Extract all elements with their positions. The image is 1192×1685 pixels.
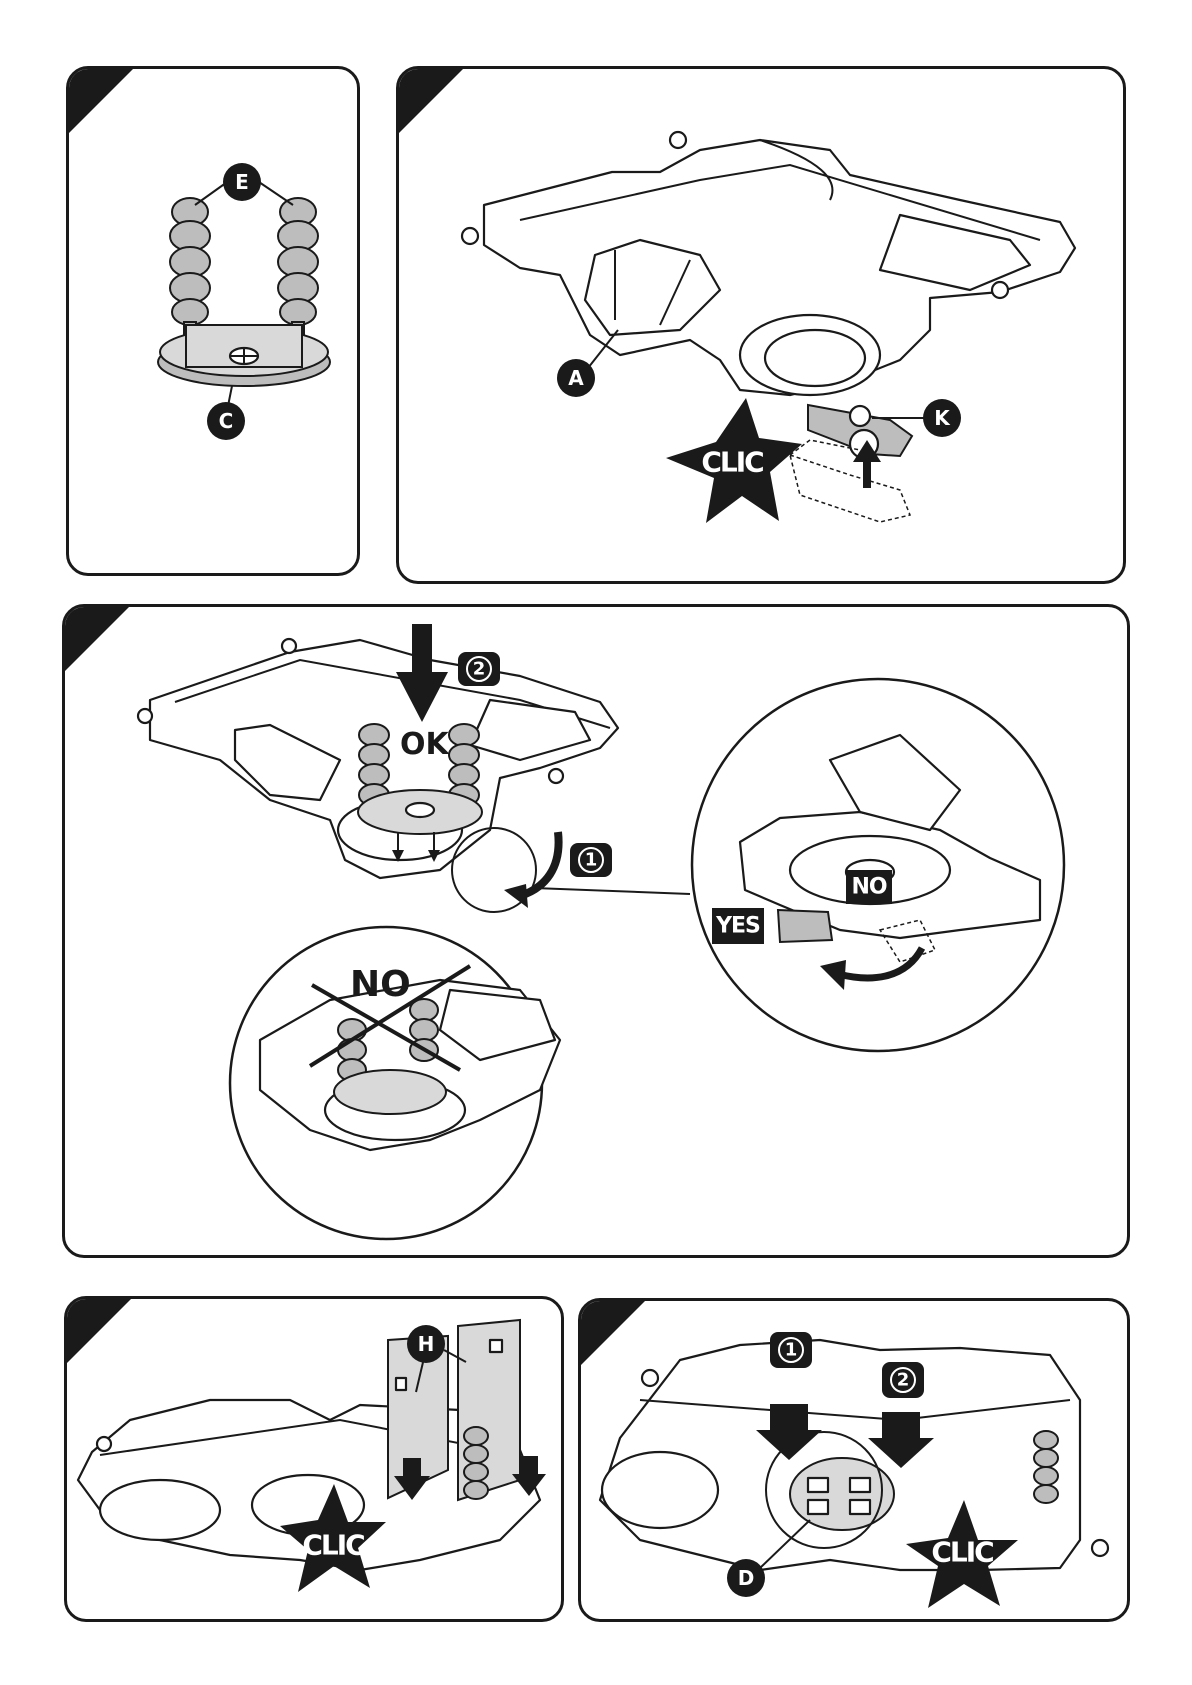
svg-text:CLIC: CLIC bbox=[931, 1536, 993, 1569]
svg-text:2: 2 bbox=[897, 1370, 910, 1391]
step-2-badge-panel5: 2 bbox=[882, 1362, 924, 1398]
svg-text:D: D bbox=[738, 1566, 755, 1590]
step-1-badge-panel5: 1 bbox=[770, 1332, 812, 1368]
base-assembly-panel5 bbox=[600, 1340, 1108, 1570]
svg-text:1: 1 bbox=[785, 1340, 798, 1361]
label-d: D bbox=[727, 1559, 765, 1597]
